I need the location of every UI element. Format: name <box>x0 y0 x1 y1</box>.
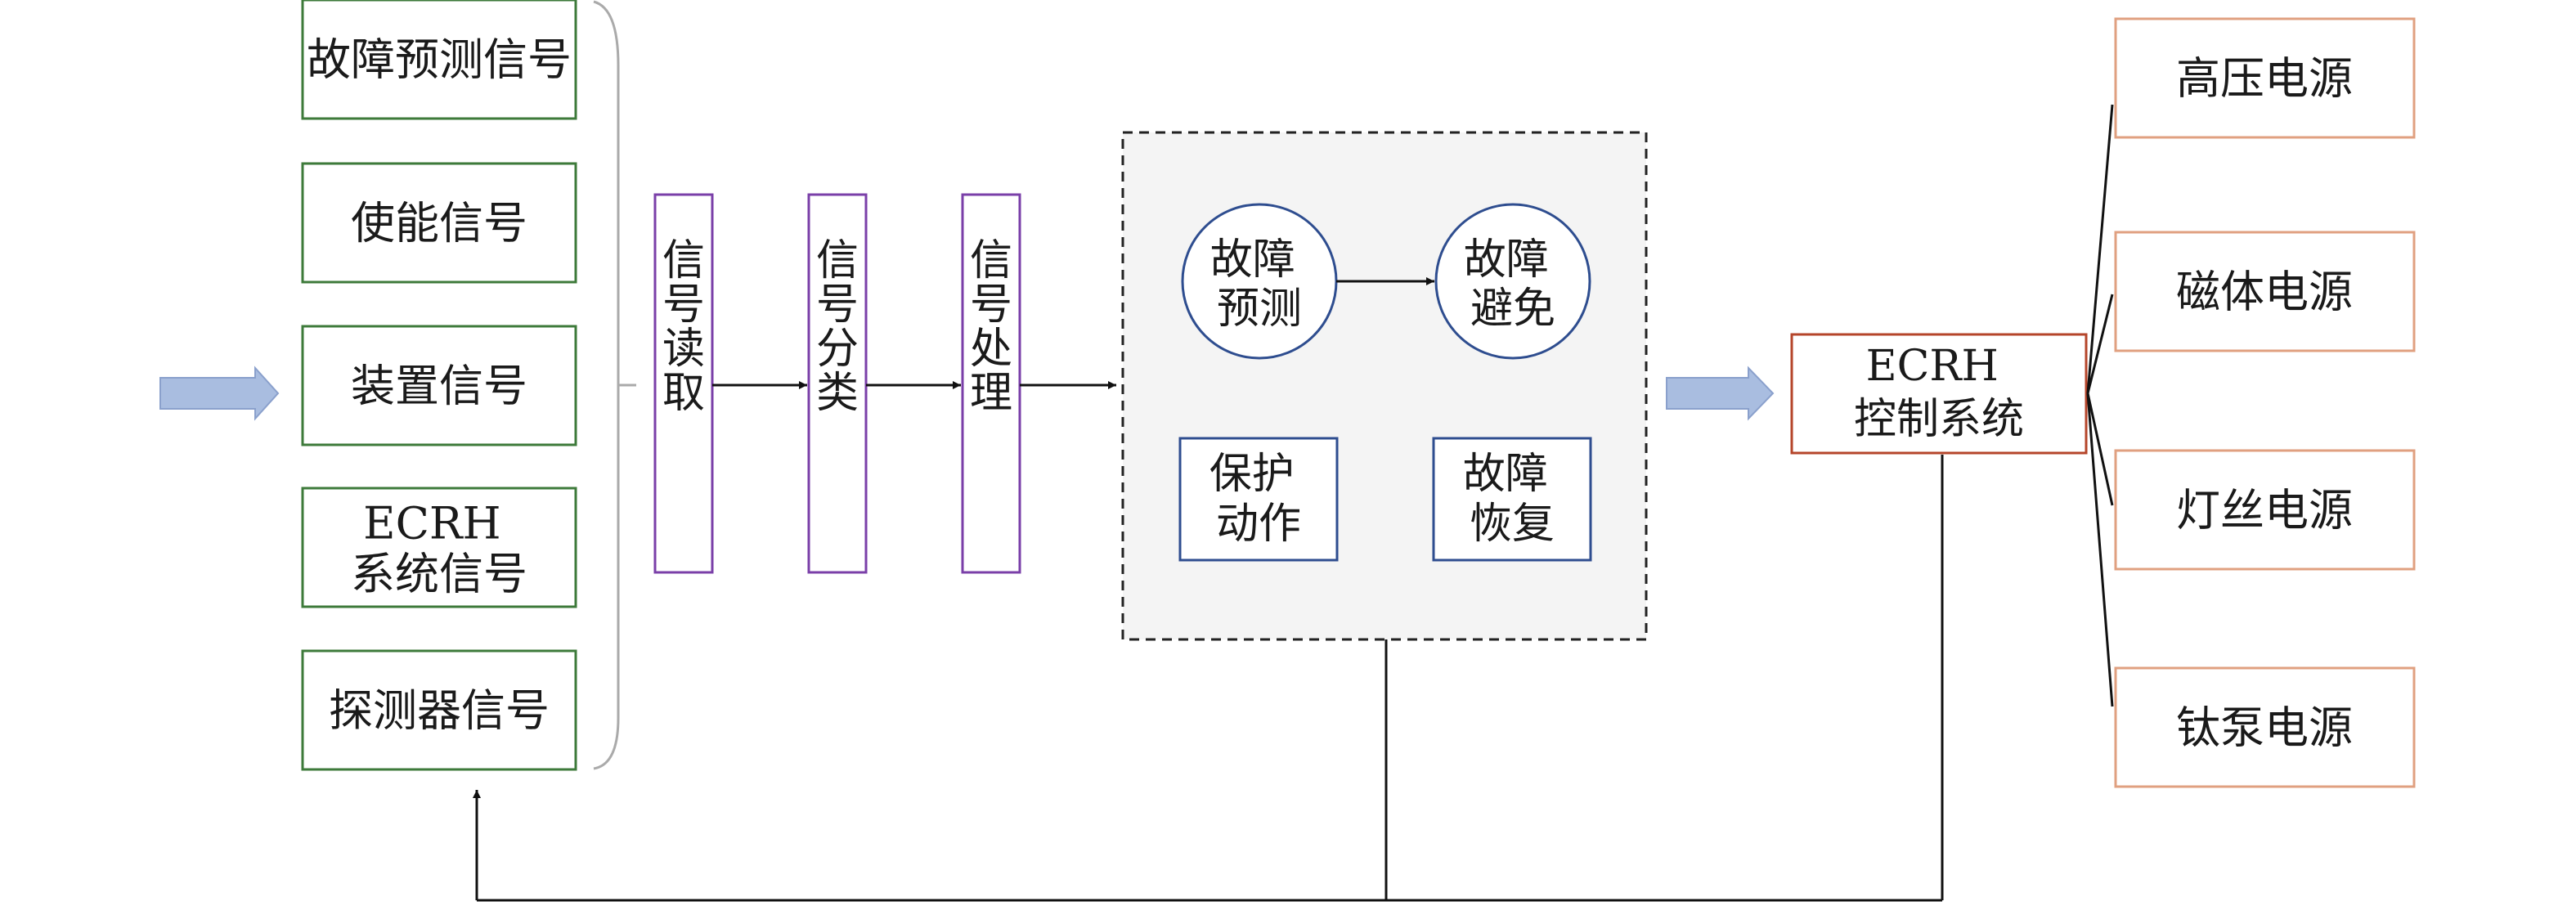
box-label-fault-recovery: 故障 恢复 <box>1463 436 1562 549</box>
step-label-classify: 信号分类 <box>816 236 859 418</box>
signal-brace <box>593 0 620 770</box>
signal-box-enable <box>301 162 577 284</box>
supply-label-filament: 灯丝电源 <box>2176 485 2353 536</box>
signal-label-detector: 探测器信号 <box>329 685 550 737</box>
signal-box-detector <box>301 649 577 771</box>
ecrh-control-system-label: ECRH 控制系统 <box>1854 328 2024 444</box>
supply-label-high-voltage: 高压电源 <box>2176 53 2353 105</box>
feedback-loop <box>473 455 1944 902</box>
step-box-process <box>961 193 1021 574</box>
signal-box-fault-prediction <box>301 0 577 120</box>
supply-connectors <box>2086 104 2114 707</box>
step-box-classify <box>807 193 868 574</box>
ecrh-control-system-box <box>1790 333 2088 455</box>
box-fault-recovery <box>1432 437 1592 562</box>
signal-label-ecrh-system: ECRH 系统信号 <box>351 482 527 600</box>
box-protection-action <box>1178 437 1339 562</box>
signal-label-fault-prediction: 故障预测信号 <box>307 34 572 86</box>
box-label-protection-action: 保护 动作 <box>1209 436 1308 549</box>
circle-fault-avoidance <box>1434 203 1591 360</box>
supply-label-magnet: 磁体电源 <box>2176 267 2353 318</box>
supply-label-titanium-pump: 钛泵电源 <box>2176 702 2353 754</box>
signal-label-device: 装置信号 <box>351 361 527 412</box>
step-label-read: 信号读取 <box>662 236 705 418</box>
power-supply-group: 高压电源 磁体电源 灯丝电源 钛泵电源 <box>2114 17 2416 788</box>
input-signal-group: 故障预测信号 使能信号 装置信号 ECRH 系统信号 探测器信号 <box>301 0 577 771</box>
step-label-process: 信号处理 <box>970 236 1012 418</box>
control-box <box>1121 131 1648 641</box>
signal-label-enable: 使能信号 <box>351 198 527 249</box>
supply-box-magnet <box>2114 231 2416 352</box>
step-box-read <box>653 193 714 574</box>
signal-box-ecrh-system <box>301 487 577 608</box>
supply-box-high-voltage <box>2114 17 2416 139</box>
input-arrow <box>159 366 280 421</box>
supply-box-titanium-pump <box>2114 666 2416 788</box>
processing-steps: 信号读取 信号分类 信号处理 <box>653 193 1021 574</box>
circle-label-fault-avoidance: 故障 避免 <box>1464 222 1563 334</box>
output-arrow <box>1666 366 1775 421</box>
supply-box-filament <box>2114 449 2416 571</box>
signal-box-device <box>301 325 577 446</box>
circle-label-fault-prediction: 故障 预测 <box>1210 222 1309 334</box>
